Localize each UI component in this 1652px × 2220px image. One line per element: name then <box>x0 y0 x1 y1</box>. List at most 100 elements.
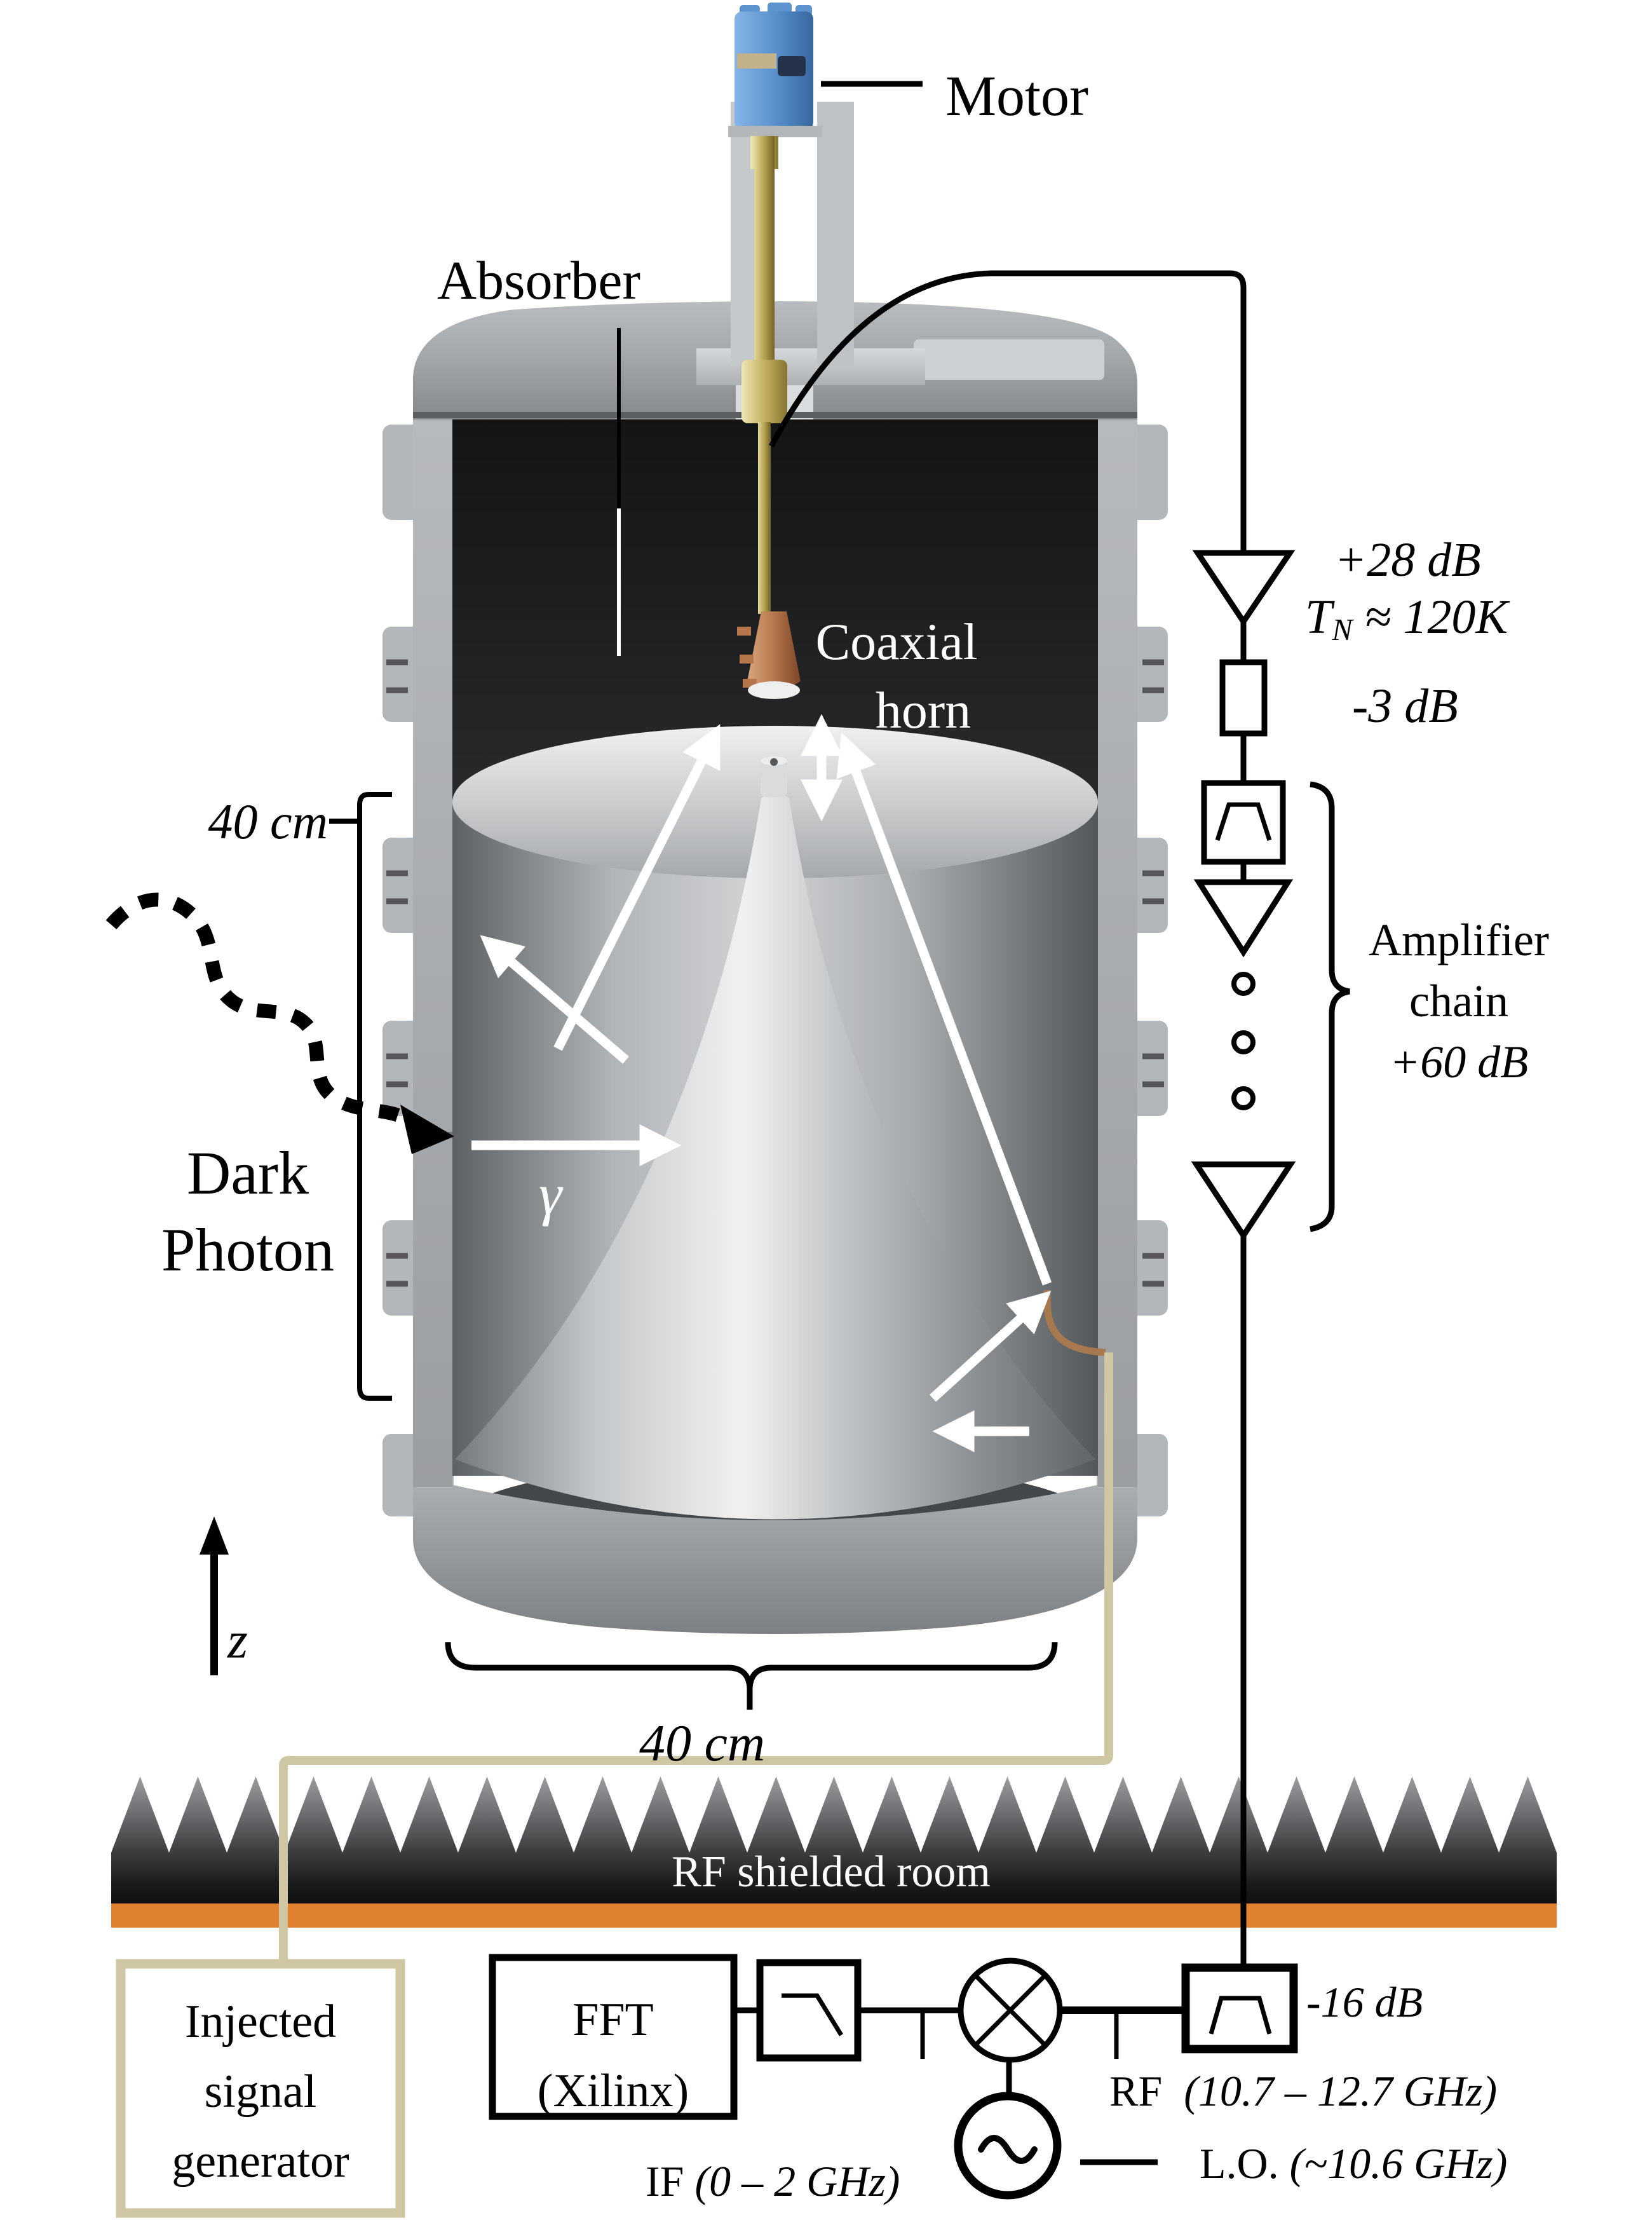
rf-bandpass-box <box>1181 1963 1298 2053</box>
fft-label-line2: (Xilinx) <box>537 2065 689 2117</box>
amplifier-chain-label-line1: Amplifier <box>1369 915 1549 965</box>
rf-shielded-room-label: RF shielded room <box>672 1848 991 1897</box>
signal-generator-label: Injected signal generator <box>127 1987 394 2196</box>
ray-arrow-short-up <box>929 1290 1052 1402</box>
lowpass-glyph <box>782 1993 843 2036</box>
amplifier-chain-gain: +60 dB <box>1389 1036 1529 1087</box>
noise-temp-value: ≈ 120K <box>1352 590 1508 644</box>
ray-arrow-up-right <box>553 724 721 1051</box>
amplifier-icon-2 <box>1193 879 1294 958</box>
rf-bandpass-loss-label: -16 dB <box>1306 1978 1423 2026</box>
shaft-coupler <box>741 360 787 423</box>
amplifier-icon-3 <box>1191 1161 1296 1241</box>
cone-tip-hole <box>770 758 778 766</box>
amplifier-chain-brace <box>1310 781 1350 1232</box>
horn-screw <box>737 627 751 636</box>
dark-photon-label: Dark Photon <box>122 1135 374 1289</box>
bracket-post-right <box>817 102 854 366</box>
dark-photon-label-line1: Dark <box>187 1139 309 1207</box>
dark-photon-label-line2: Photon <box>161 1215 335 1284</box>
amplifier-chain-label: Amplifier chain +60 dB <box>1352 910 1566 1093</box>
motor-mount-plate <box>728 126 822 137</box>
rf-port-label: RF (10.7 – 12.7 GHz) <box>1109 2064 1497 2118</box>
if-port-name: IF <box>646 2157 684 2205</box>
coaxial-horn-label: Coaxial horn <box>806 608 987 745</box>
oscillator-tilde <box>978 2135 1038 2164</box>
motor-assembly <box>696 3 925 699</box>
z-axis-label: z <box>227 1611 248 1669</box>
motor-label: Motor <box>945 65 1088 128</box>
signal-generator-line1: Injected <box>184 1996 337 2048</box>
lo-port-label: L.O. (~10.6 GHz) <box>1200 2137 1507 2191</box>
leader-lines <box>617 81 923 656</box>
signal-generator-box <box>116 1959 405 2218</box>
rf-port-range: (10.7 – 12.7 GHz) <box>1184 2067 1498 2115</box>
ellipsis-dot <box>1231 972 1256 996</box>
cone-tip-knob <box>761 760 787 797</box>
ellipsis-dot <box>1231 1030 1256 1054</box>
if-port-label: IF (0 – 2 GHz) <box>646 2155 900 2209</box>
absorber-spikes <box>111 1776 1557 1903</box>
shaft-upper <box>754 136 775 362</box>
horn-signal-cable <box>769 270 1247 553</box>
signal-generator-line2: signal <box>204 2066 317 2118</box>
noise-temp-symbol: T <box>1305 590 1332 644</box>
base-bowl <box>413 1476 1137 1634</box>
ray-arrow-long-right <box>836 732 1052 1286</box>
attenuator-loss-label: -3 dB <box>1352 679 1458 733</box>
motor-window <box>778 56 806 76</box>
lo-port-value: (~10.6 GHz) <box>1289 2139 1508 2188</box>
absorber-label: Absorber <box>437 250 641 311</box>
lo-port-name: L.O. <box>1200 2139 1279 2188</box>
first-amp-gain-label: +28 dB <box>1334 533 1481 587</box>
horn-screw <box>740 655 754 664</box>
fft-label-line1: FFT <box>572 1994 654 2046</box>
vessel <box>383 301 1168 1634</box>
shaft-lower <box>758 422 771 614</box>
ray-arrow-up-left <box>480 935 629 1064</box>
coaxial-horn-label-line1: Coaxial <box>815 613 978 671</box>
gamma-symbol: γ <box>539 1162 562 1227</box>
attenuator-icon <box>1219 659 1268 737</box>
noise-temp-subscript: N <box>1332 612 1353 647</box>
motor-stripe <box>737 53 776 69</box>
if-port-range: (0 – 2 GHz) <box>694 2157 900 2205</box>
diameter-dimension-label: 40 cm <box>639 1714 766 1772</box>
shield-floor-strip <box>111 1903 1557 1928</box>
fft-label: FFT (Xilinx) <box>502 1984 724 2127</box>
diameter-brace <box>445 1642 1058 1710</box>
cone-reflector <box>455 793 1095 1520</box>
fft-box <box>489 1954 738 2120</box>
coaxial-horn-label-line2: horn <box>875 681 972 740</box>
bandpass-glyph <box>1209 1996 1272 2034</box>
lowpass-filter-box <box>756 1959 862 2062</box>
dark-photon-squiggle <box>105 892 419 1130</box>
wall-left <box>413 412 452 1487</box>
injection-wire-tan <box>279 1352 1113 1964</box>
wall-right <box>1098 412 1137 1487</box>
motor-body <box>735 11 813 130</box>
signal-generator-line3: generator <box>172 2135 349 2188</box>
lid-raised-block <box>914 339 1104 380</box>
amplifier-icon-1 <box>1192 550 1296 627</box>
horn-aperture <box>748 681 800 699</box>
bandpass-glyph <box>1215 802 1272 841</box>
amplifier-chain <box>1191 550 1350 1968</box>
photon-arrows <box>471 714 1052 1453</box>
z-axis-arrowhead <box>200 1516 229 1555</box>
bandpass-filter-icon <box>1201 780 1286 865</box>
mixer-cross <box>973 1973 1047 2047</box>
noise-temperature-label: TN ≈ 120K <box>1305 587 1508 650</box>
dark-photon-arrow <box>105 892 454 1154</box>
shielded-room <box>111 1776 1557 1928</box>
dimension-brackets <box>200 792 1058 1710</box>
height-bracket <box>329 792 392 1401</box>
amplifier-chain-label-line2: chain <box>1409 975 1508 1026</box>
coaxial-horn <box>747 611 801 690</box>
readout-chain <box>116 1954 1298 2218</box>
rf-port-name: RF <box>1109 2067 1163 2115</box>
height-dimension-label: 40 cm <box>208 794 328 849</box>
ellipsis-dot <box>1231 1086 1256 1110</box>
